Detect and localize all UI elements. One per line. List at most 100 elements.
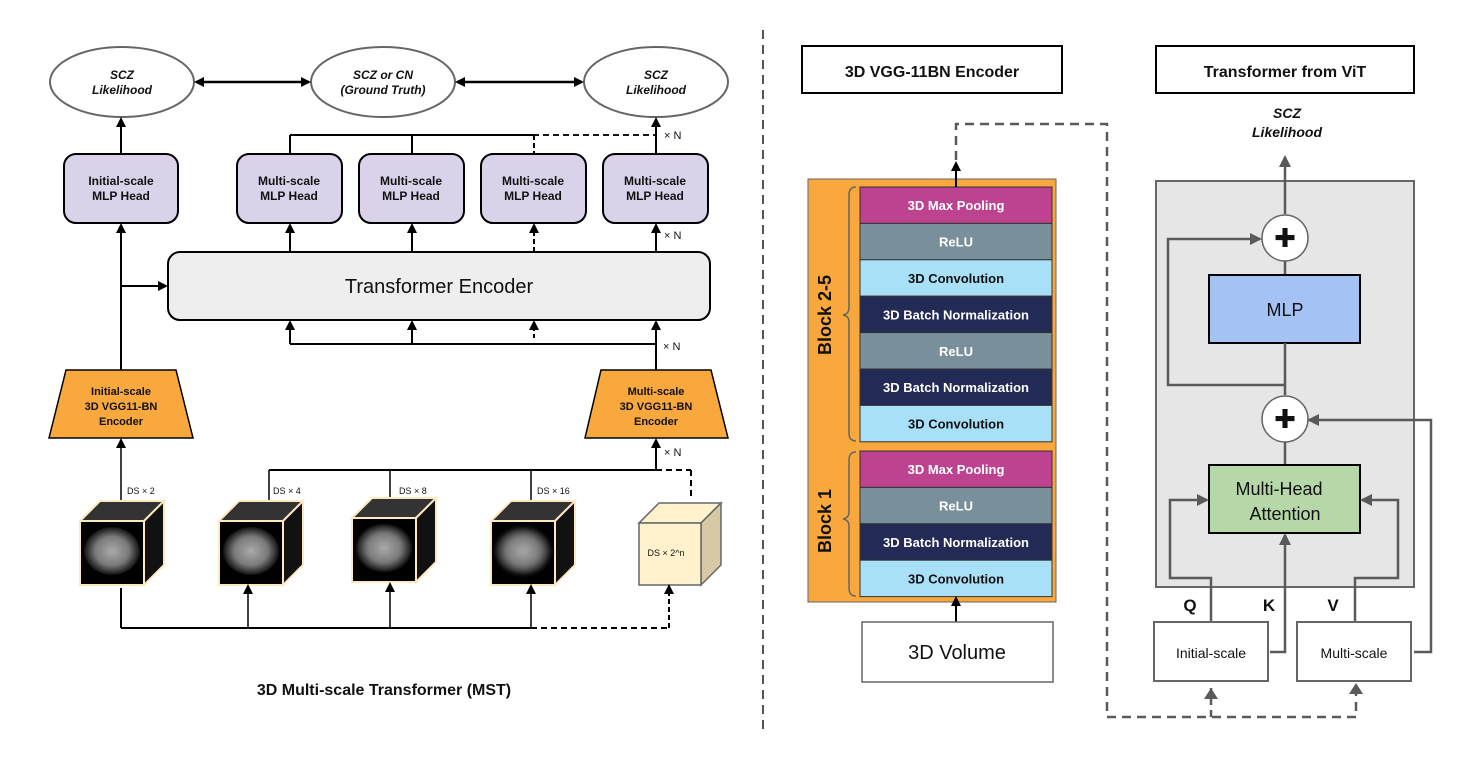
- add-icon-top: ✚: [1274, 223, 1296, 253]
- vgg-layer-relu: ReLU: [859, 222, 1053, 261]
- block1-brace: [842, 451, 857, 597]
- multi-head-line2: MLP Head: [382, 189, 440, 203]
- multi-vgg-encoder: Multi-scale 3D VGG11-BN Encoder: [584, 369, 729, 439]
- vgg-layer-bn: 3D Batch Normalization: [859, 523, 1053, 561]
- vgg-to-vit-dashed: [954, 122, 1358, 719]
- vgg-layer-pool: 3D Max Pooling: [859, 450, 1053, 488]
- vit-title-box: Transformer from ViT: [1155, 45, 1415, 94]
- attention-line2: Attention: [1249, 504, 1320, 524]
- scale-label: DS × 8: [399, 486, 427, 496]
- initial-head-line1: Initial-scale: [88, 174, 154, 188]
- repeat-label-scales: × N: [664, 447, 681, 459]
- initial-encoder-line1: Initial-scale: [91, 386, 151, 398]
- output-right-line1: SCZ: [644, 68, 669, 82]
- brain-cube: [77, 498, 167, 588]
- output-center-line1: SCZ or CN: [353, 68, 413, 82]
- initial-encoder-line3: Encoder: [99, 416, 144, 428]
- multi-scale-label: Multi-scale: [1321, 645, 1388, 661]
- vgg-layer-label: ReLU: [939, 344, 973, 359]
- vgg-layer-relu: ReLU: [859, 486, 1053, 525]
- vgg-layer-label: 3D Max Pooling: [908, 462, 1005, 477]
- vgg-layer-conv: 3D Convolution: [859, 404, 1053, 443]
- vgg-layer-label: 3D Max Pooling: [908, 198, 1005, 213]
- arrow-head-initial: [1204, 688, 1218, 699]
- volume-label: 3D Volume: [908, 642, 1006, 664]
- add-icon-bottom: ✚: [1274, 404, 1296, 434]
- multi-head-line2: MLP Head: [626, 189, 684, 203]
- v-label: V: [1327, 596, 1339, 615]
- initial-vgg-encoder: Initial-scale 3D VGG11-BN Encoder: [48, 369, 194, 439]
- scale-label: DS × 16: [537, 486, 570, 496]
- q-label: Q: [1183, 596, 1196, 615]
- multi-head-line2: MLP Head: [504, 189, 562, 203]
- vgg-panel: 3D VGG-11BN Encoder 3D Max PoolingReLU3D…: [801, 45, 1358, 719]
- vit-output-line1: SCZ: [1273, 105, 1301, 121]
- mlp-box: MLP: [1208, 274, 1361, 344]
- v-path: [1353, 494, 1400, 622]
- repeat-label-heads: × N: [664, 230, 681, 242]
- vgg-layer-label: 3D Convolution: [908, 571, 1004, 586]
- mst-title: 3D Multi-scale Transformer (MST): [257, 682, 511, 699]
- vgg-layer-conv: 3D Convolution: [859, 259, 1053, 297]
- vgg-layer-label: 3D Batch Normalization: [883, 307, 1029, 322]
- vit-title: Transformer from ViT: [1204, 64, 1367, 81]
- block25-label: Block 2-5: [815, 275, 835, 355]
- volume-box: 3D Volume: [861, 621, 1054, 683]
- block25-brace: [842, 186, 857, 442]
- k-path: [1270, 533, 1291, 654]
- vgg-title: 3D VGG-11BN Encoder: [845, 64, 1019, 81]
- multi-head-line1: Multi-scale: [258, 174, 320, 188]
- initial-head-line2: MLP Head: [92, 189, 150, 203]
- vit-panel: Transformer from ViT SCZ Likelihood ✚ ML…: [1153, 45, 1433, 699]
- residual-mlp-line: [1166, 233, 1285, 387]
- residual-attn-line: [1307, 414, 1433, 654]
- k-label: K: [1263, 596, 1276, 615]
- attention-box: Multi-Head Attention: [1208, 464, 1361, 534]
- multi-head-line2: MLP Head: [260, 189, 318, 203]
- mlp-label: MLP: [1266, 300, 1303, 320]
- multi-encoder-line2: 3D VGG11-BN: [620, 401, 693, 413]
- multi-head-line1: Multi-scale: [502, 174, 564, 188]
- multi-encoder-line1: Multi-scale: [628, 386, 685, 398]
- repeat-label-top: × N: [664, 130, 681, 142]
- initial-scale-input: Initial-scale: [1153, 621, 1269, 682]
- scale-label: DS × 4: [273, 486, 301, 496]
- output-ellipse-right: SCZ Likelihood: [583, 46, 729, 118]
- attention-line1: Multi-Head: [1235, 479, 1322, 499]
- output-ellipse-left: SCZ Likelihood: [49, 46, 195, 118]
- vgg-layer-label: ReLU: [939, 499, 973, 514]
- vgg-layer-conv: 3D Convolution: [859, 559, 1053, 598]
- multi-scale-input: Multi-scale: [1296, 621, 1412, 682]
- vgg-layer-bn: 3D Batch Normalization: [859, 295, 1053, 334]
- vgg-layer-label: 3D Batch Normalization: [883, 380, 1029, 395]
- q-path: [1168, 494, 1213, 622]
- vgg-layer-relu: ReLU: [859, 332, 1053, 370]
- brain-cube: [216, 498, 306, 588]
- vgg-layer-bn: 3D Batch Normalization: [859, 368, 1053, 406]
- scale-label: DS × 2^n: [648, 548, 685, 558]
- multi-head-line1: Multi-scale: [624, 174, 686, 188]
- output-ellipse-center: SCZ or CN (Ground Truth): [310, 46, 456, 118]
- initial-scale-label: Initial-scale: [1176, 645, 1246, 661]
- transformer-encoder: Transformer Encoder: [167, 251, 711, 321]
- transformer-encoder-label: Transformer Encoder: [345, 276, 534, 298]
- output-center-line2: (Ground Truth): [340, 83, 425, 97]
- brain-cube: [488, 498, 578, 588]
- vgg-layer-pool: 3D Max Pooling: [859, 186, 1053, 224]
- initial-encoder-line2: 3D VGG11-BN: [85, 401, 158, 413]
- output-right-line2: Likelihood: [626, 83, 687, 97]
- vgg-title-box: 3D VGG-11BN Encoder: [801, 45, 1063, 94]
- vgg-layer-label: ReLU: [939, 235, 973, 250]
- initial-mlp-head: Initial-scale MLP Head: [63, 153, 179, 224]
- vgg-layer-label: 3D Convolution: [908, 417, 1004, 432]
- mst-panel: SCZ Likelihood SCZ or CN (Ground Truth) …: [48, 46, 729, 699]
- block1-label: Block 1: [815, 489, 835, 553]
- output-left-line1: SCZ: [110, 68, 135, 82]
